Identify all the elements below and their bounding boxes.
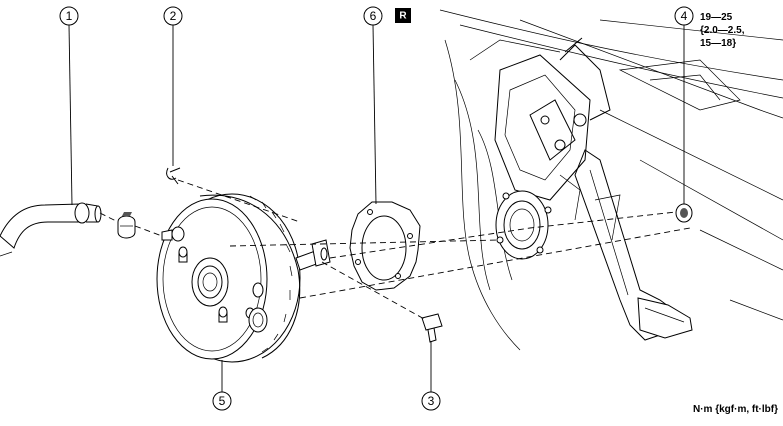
- booster-studs: [178, 246, 228, 323]
- torque-spec-line-3: 15—18}: [700, 38, 736, 49]
- vacuum-hose: [0, 202, 102, 257]
- torque-spec-line-2: {2.0—2.5,: [700, 25, 745, 36]
- hose-clamp: [117, 212, 136, 239]
- callout-6: 6: [363, 6, 383, 205]
- callout-5-number: 5: [219, 394, 226, 408]
- callout-3: 3: [421, 341, 441, 411]
- torque-spec-line-1: 19—25: [700, 12, 733, 23]
- callout-1: 1: [59, 6, 79, 206]
- bolt: [421, 313, 443, 343]
- callout-2: 2: [163, 6, 183, 166]
- clip: [166, 167, 181, 185]
- assembly-lines: [99, 179, 691, 321]
- callout-4: 4: [674, 6, 694, 204]
- callout-2-number: 2: [170, 9, 177, 23]
- torque-spec: 19—25 {2.0—2.5, 15—18}: [700, 12, 745, 49]
- pedal-bracket-and-body: [439, 9, 783, 351]
- callout-4-number: 4: [681, 9, 688, 23]
- units-note: N·m {kgf·m, ft·lbf}: [693, 404, 778, 415]
- right-side-badge: R: [395, 8, 411, 23]
- gasket: [349, 201, 421, 291]
- callout-3-number: 3: [428, 394, 435, 408]
- callout-1-number: 1: [66, 9, 73, 23]
- callout-6-number: 6: [370, 9, 377, 23]
- right-side-badge-label: R: [399, 11, 407, 22]
- nut: [675, 203, 693, 223]
- brake-booster: [156, 193, 331, 363]
- callout-5: 5: [212, 360, 232, 411]
